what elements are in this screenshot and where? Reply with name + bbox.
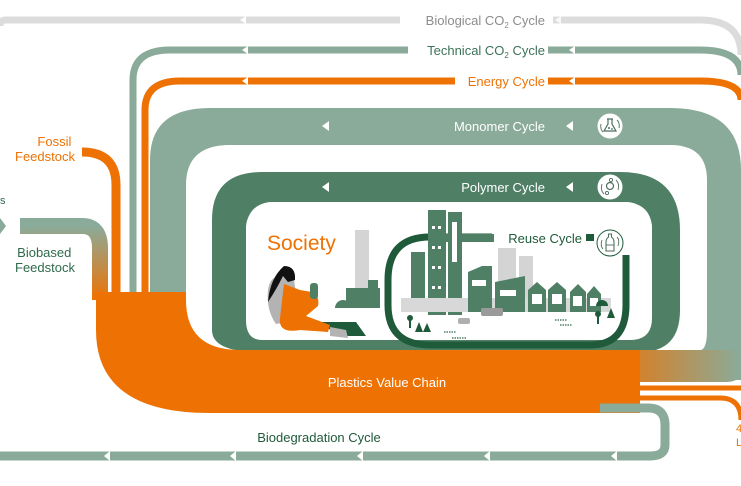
biobased-feedstock-label: Biobased Feedstock <box>15 245 75 275</box>
energy-loop <box>141 77 741 300</box>
arrow-left-icon <box>322 121 329 131</box>
energy-cycle: Energy Cycle <box>141 74 741 300</box>
arrow-left-icon <box>555 16 561 24</box>
arrow-left-icon <box>569 46 575 54</box>
arrow-left-icon <box>104 451 110 461</box>
reuse-cycle-label: Reuse Cycle <box>508 231 582 246</box>
arrow-right-icon <box>0 218 6 234</box>
fossil-feedstock-label: Fossil Feedstock <box>15 134 75 164</box>
polymer-cycle: Polymer Cycle <box>212 172 680 352</box>
biobased-feedstock-input: s Biobased Feedstock <box>0 195 108 300</box>
arrow-left-icon <box>240 16 246 24</box>
arrow-left-icon <box>230 451 236 461</box>
society-label: Society <box>267 232 336 255</box>
city-illustration <box>335 210 615 339</box>
biological-co2-cycle: Biological CO2 Cycle <box>0 13 741 56</box>
bottle-recycle-icon <box>596 229 624 257</box>
fossil-feedstock-input: Fossil Feedstock <box>15 134 121 300</box>
plastics-value-chain: Plastics Value Chain <box>96 292 741 421</box>
biodegradation-loop <box>0 403 670 461</box>
arrow-left-icon <box>242 77 248 85</box>
biodegradation-cycle-label: Biodegradation Cycle <box>257 430 381 445</box>
arrow-left-icon <box>611 451 617 461</box>
monomer-cycle-label: Monomer Cycle <box>454 119 545 134</box>
polymer-loop <box>212 172 680 352</box>
svg-text:s: s <box>0 195 6 207</box>
arrow-left-icon <box>569 77 575 85</box>
energy-cycle-label: Energy Cycle <box>468 74 545 89</box>
arrow-left-icon <box>566 182 573 192</box>
person-illustration <box>267 266 366 338</box>
svg-text:L: L <box>736 437 741 449</box>
biodegradation-cycle: Biodegradation Cycle <box>0 403 670 461</box>
plastics-value-chain-label: Plastics Value Chain <box>328 375 446 390</box>
technical-co2-loop <box>129 46 741 300</box>
biological-co2-loop <box>0 16 741 56</box>
biological-co2-label: Biological CO2 Cycle <box>426 13 545 30</box>
reuse-cycle: Reuse Cycle <box>384 229 630 349</box>
flask-recycle-icon <box>596 112 624 140</box>
arrow-left-icon <box>322 182 329 192</box>
technical-co2-label: Technical CO2 Cycle <box>427 43 545 60</box>
gears-recycle-icon <box>596 173 624 201</box>
svg-text:4: 4 <box>736 423 741 435</box>
arrow-left-icon <box>357 451 363 461</box>
arrow-left-icon <box>484 451 490 461</box>
polymer-cycle-label: Polymer Cycle <box>461 180 545 195</box>
arrow-left-icon <box>566 121 573 131</box>
technical-co2-cycle: Technical CO2 Cycle <box>129 43 741 300</box>
arrow-left-icon <box>242 46 248 54</box>
reuse-loop <box>384 233 630 349</box>
